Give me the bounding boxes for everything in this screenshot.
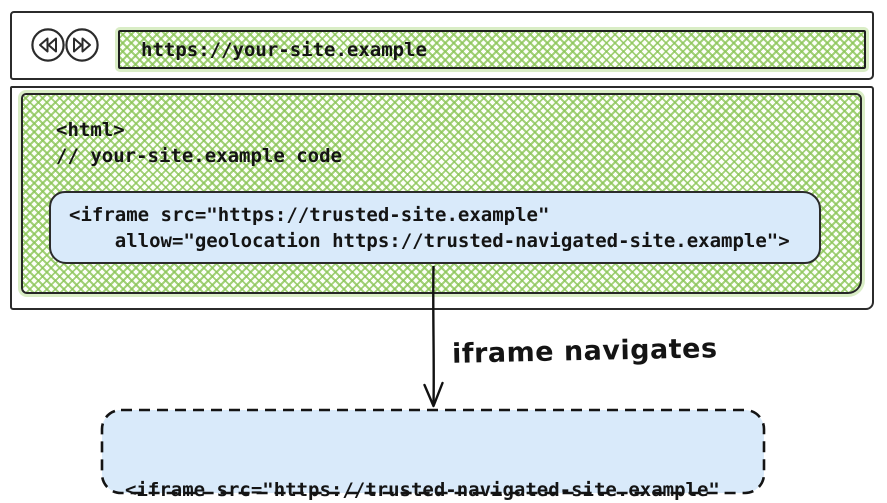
navigated-iframe-code: <iframe src="https://trusted-navigated-s… [125,425,720,503]
rewind-icon [30,28,66,67]
iframe-embed-box: <iframe src="https://trusted-site.exampl… [49,191,821,264]
back-button [30,27,66,63]
browser-window: <html> // your-site.example code <iframe… [10,86,874,310]
navigated-iframe-box: <iframe src="https://trusted-navigated-s… [100,408,766,501]
fast-forward-icon [64,28,100,67]
forward-button [64,27,100,63]
page-source-code: <html> // your-site.example code [56,117,342,169]
page-content: <html> // your-site.example code <iframe… [18,90,865,297]
code-line-html-open: <html> [56,119,125,141]
arrow-label: iframe navigates [451,333,718,370]
dashed-border [100,408,766,499]
code-line-comment: // your-site.example code [56,145,342,167]
arrow-down-icon [416,265,452,416]
navigated-iframe-src-line: <iframe src="https://trusted-navigated-s… [125,479,720,501]
iframe-src-line: <iframe src="https://trusted-site.exampl… [69,204,550,226]
browser-toolbar: https://your-site.example [10,11,874,80]
iframe-allow-line: allow="geolocation https://trusted-navig… [69,230,790,252]
address-url: https://your-site.example [141,38,427,61]
address-bar: https://your-site.example [115,27,869,72]
